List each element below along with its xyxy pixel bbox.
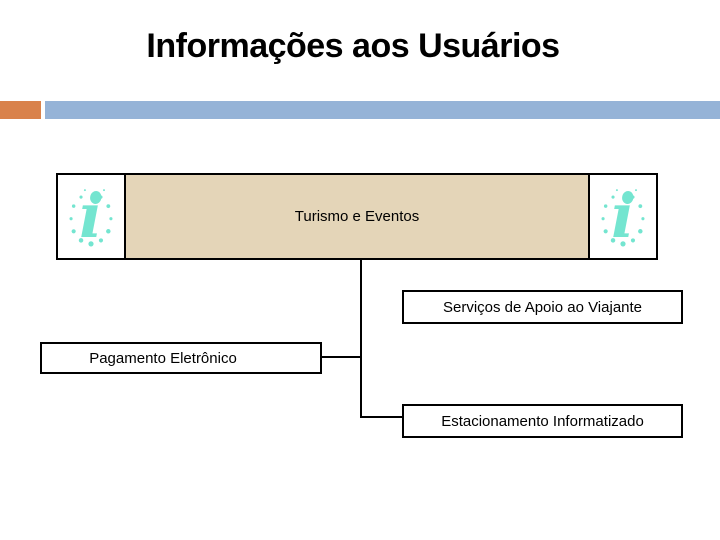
diagram-node-servicos: Serviços de Apoio ao Viajante xyxy=(402,290,683,324)
diagram-node-pagamento: Pagamento Eletrônico xyxy=(40,342,322,374)
svg-text:ı: ı xyxy=(78,180,101,251)
diagram-root-group: ı Turismo e Eventos ı xyxy=(56,173,658,260)
diagram-node-estacionamento: Estacionamento Informatizado xyxy=(402,404,683,438)
info-icon: ı xyxy=(601,180,645,251)
info-icon-right-panel: ı xyxy=(588,175,656,258)
svg-text:ı: ı xyxy=(610,180,633,251)
connector-to-estacionamento xyxy=(362,416,402,418)
info-icon-left-panel: ı xyxy=(58,175,126,258)
info-icon: ı xyxy=(69,180,113,251)
connector-vertical-trunk xyxy=(360,260,362,418)
node-label: Pagamento Eletrônico xyxy=(89,349,237,367)
accent-bar-blue-segment xyxy=(45,101,720,119)
diagram-root-label: Turismo e Eventos xyxy=(294,208,420,225)
node-label: Serviços de Apoio ao Viajante xyxy=(442,298,643,316)
accent-bar-orange-segment xyxy=(0,101,41,119)
connector-to-pagamento xyxy=(322,356,360,358)
slide-title: Informações aos Usuários xyxy=(146,27,560,65)
node-label: Estacionamento Informatizado xyxy=(441,412,644,430)
diagram-root-box: Turismo e Eventos xyxy=(126,175,588,258)
